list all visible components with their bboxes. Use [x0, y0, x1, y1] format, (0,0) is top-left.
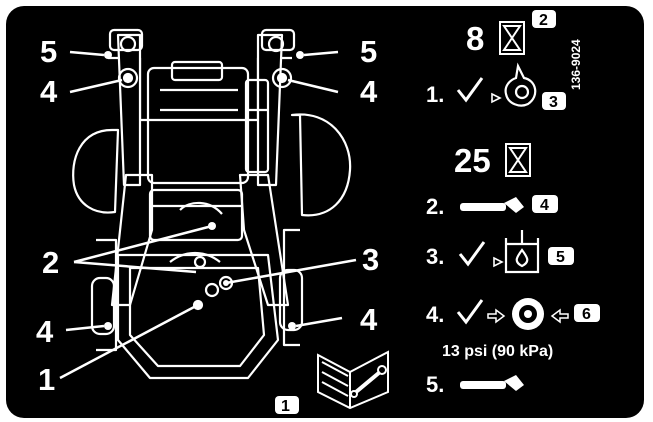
- right-chassis-rail: [238, 173, 290, 307]
- box-4: [532, 195, 558, 213]
- fuel-tank-icon: [504, 230, 540, 274]
- callout-5-right: 5: [360, 34, 377, 69]
- callout-4-left-top: 4: [40, 74, 58, 109]
- grease-gun-icon-5: [460, 375, 524, 391]
- grease-gun-icon: [460, 197, 524, 213]
- callout-1: 1: [38, 362, 55, 397]
- hourglass-icon: [499, 21, 525, 55]
- interval-25-value: 25: [454, 142, 491, 179]
- callout-4-right-bottom: 4: [360, 302, 378, 337]
- wrench-book-icon: [317, 350, 389, 410]
- callout-2: 2: [42, 245, 59, 280]
- step-2-number: 2.: [426, 194, 444, 219]
- arrow-icon: [491, 92, 502, 104]
- check-icon-3: [458, 241, 486, 267]
- engine-block: [146, 66, 250, 185]
- mower-deck: [116, 253, 280, 380]
- arrow-out-icon: [550, 308, 569, 324]
- oil-drop-icon: [504, 62, 537, 107]
- box-3: [542, 92, 566, 110]
- box-5: [548, 247, 574, 265]
- step-5-number: 5.: [426, 372, 444, 397]
- svg-text:5: 5: [556, 249, 565, 266]
- left-caster-wheel: [90, 276, 116, 336]
- right-engine-lobe: [290, 113, 352, 217]
- left-engine-lobe: [72, 128, 120, 214]
- manual-box: [275, 396, 299, 414]
- svg-text:6: 6: [582, 306, 591, 323]
- part-number: 136-9024: [569, 39, 583, 90]
- step-1-number: 1.: [426, 82, 444, 107]
- interval-8-value: 8: [466, 20, 484, 57]
- arrow-icon-3: [493, 256, 504, 268]
- arrow-in-icon: [487, 308, 506, 324]
- step-4-number: 4.: [426, 302, 444, 327]
- tire-icon: [512, 298, 544, 330]
- svg-text:1: 1: [281, 398, 290, 415]
- box-2: [532, 10, 556, 28]
- callout-5-left: 5: [40, 34, 57, 69]
- callout-4-right-top: 4: [360, 74, 378, 109]
- check-icon: [456, 77, 484, 103]
- svg-text:4: 4: [540, 197, 549, 214]
- pressure-note: 13 psi (90 kPa): [442, 343, 553, 360]
- callout-3: 3: [362, 242, 379, 277]
- step-3-number: 3.: [426, 244, 444, 269]
- svg-text:2: 2: [539, 12, 548, 29]
- leader-lines: [59, 50, 357, 380]
- hourglass-icon-2: [505, 143, 531, 177]
- engine-cap: [170, 60, 224, 82]
- box-6: [574, 304, 600, 322]
- right-caster-wheel: [278, 268, 304, 332]
- svg-text:3: 3: [549, 94, 558, 111]
- mower-top-view: [72, 28, 352, 380]
- callout-4-left-bottom: 4: [36, 314, 54, 349]
- check-icon-4: [456, 299, 484, 325]
